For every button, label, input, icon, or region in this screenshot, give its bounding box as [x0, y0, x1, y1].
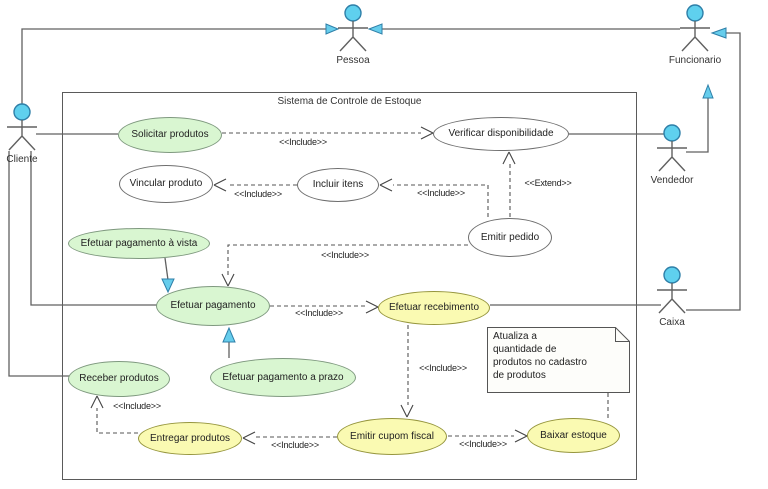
association-lines — [8, 28, 741, 377]
edge-entregar-receber — [96, 408, 138, 434]
usecase-label: Baixar estoque — [540, 429, 607, 441]
stick-figure-icon — [338, 4, 368, 52]
edge-emitir-pagamento — [227, 244, 468, 275]
arrowhead-to-funcionario-right — [710, 27, 727, 39]
arrowhead-cupom-top — [400, 404, 414, 418]
include-label: <<Include>> — [459, 439, 507, 449]
actor-funcionario: Funcionario — [668, 4, 722, 66]
arrowhead-to-pessoa-right — [367, 23, 383, 35]
usecase-label: Vincular produto — [129, 178, 203, 189]
stick-figure-icon — [657, 124, 687, 172]
usecase-efetuar-pagamento-a-prazo: Efetuar pagamento a prazo — [210, 358, 356, 397]
usecase-verificar-disponibilidade: Verificar disponibilidade — [433, 117, 569, 151]
arrowhead-vincular — [213, 178, 227, 192]
usecase-entregar-produtos: Entregar produtos — [138, 422, 242, 455]
edge-vendedor-funcionario — [686, 98, 709, 153]
usecase-label: Efetuar pagamento a prazo — [222, 371, 344, 383]
arrowhead-pagamento-top — [221, 273, 235, 287]
usecase-label: Solicitar produtos — [131, 129, 209, 140]
usecase-baixar-estoque: Baixar estoque — [527, 418, 620, 453]
note-shape — [487, 327, 630, 393]
usecase-efetuar-recebimento: Efetuar recebimento — [378, 291, 490, 325]
edge-cliente-pessoa — [21, 28, 326, 104]
arrowhead-verificar — [420, 126, 434, 140]
actor-label: Vendedor — [650, 175, 694, 186]
generalization-arrowheads — [161, 23, 727, 343]
usecase-label: Efetuar pagamento — [170, 300, 256, 311]
include-label: <<Include>> — [295, 308, 343, 318]
usecase-label: Incluir itens — [312, 179, 364, 190]
usecase-emitir-pedido: Emitir pedido — [468, 218, 552, 257]
arrowhead-to-pagamento-top — [161, 278, 175, 294]
usecase-efetuar-pagamento: Efetuar pagamento — [156, 286, 270, 326]
actor-pessoa: Pessoa — [330, 4, 376, 66]
note: Atualiza a quantidade de produtos no cad… — [487, 327, 630, 393]
include-label: <<Include>> — [419, 363, 467, 373]
usecase-incluir-itens: Incluir itens — [297, 168, 379, 202]
usecase-label: Verificar disponibilidade — [448, 128, 554, 139]
include-label: <<Include>> — [417, 188, 465, 198]
usecase-label: Efetuar pagamento à vista — [80, 237, 198, 249]
arrowhead-to-pessoa-left — [325, 23, 340, 35]
arrowhead-receber-bottom — [90, 395, 104, 409]
arrowhead-baixar — [514, 429, 528, 443]
actor-label: Funcionario — [668, 55, 722, 66]
arrowhead-to-funcionario-bottom — [702, 83, 714, 99]
stick-figure-icon — [680, 4, 710, 52]
extend-label: <<Extend>> — [524, 178, 572, 188]
arrowhead-verificar-extend — [502, 151, 516, 165]
include-label: <<Include>> — [271, 440, 319, 450]
actor-label: Pessoa — [336, 55, 370, 66]
usecase-label: Entregar produtos — [149, 432, 231, 444]
system-boundary: Sistema de Controle de Estoque — [62, 92, 637, 480]
arrowhead-entregar — [242, 431, 256, 445]
dependency-lines — [96, 132, 609, 438]
actor-label: Caixa — [659, 317, 685, 328]
arrowhead-recebimento — [365, 300, 379, 314]
arrowhead-incluir — [379, 178, 393, 192]
usecase-emitir-cupom-fiscal: Emitir cupom fiscal — [337, 418, 447, 455]
stick-figure-icon — [7, 103, 37, 151]
usecase-efetuar-pagamento-a-vista: Efetuar pagamento à vista — [68, 228, 210, 259]
edge-cliente-pagamento — [30, 151, 158, 306]
usecase-solicitar-produtos: Solicitar produtos — [118, 117, 222, 153]
include-label: <<Include>> — [113, 401, 161, 411]
include-label: <<Include>> — [321, 250, 369, 260]
usecase-label: Receber produtos — [79, 373, 159, 384]
edge-caixa-funcionario — [686, 32, 741, 311]
edge-cliente-receber — [8, 151, 70, 377]
usecase-receber-produtos: Receber produtos — [68, 361, 170, 397]
actor-cliente: Cliente — [0, 103, 45, 165]
include-label: <<Include>> — [279, 137, 327, 147]
arrowhead-to-pagamento-bottom — [222, 326, 236, 343]
note-text: Atualiza a quantidade de produtos no cad… — [493, 331, 587, 381]
actor-label: Cliente — [6, 154, 38, 165]
usecase-label: Emitir cupom fiscal — [350, 430, 434, 442]
stick-figure-icon — [657, 266, 687, 314]
system-title: Sistema de Controle de Estoque — [277, 96, 422, 107]
usecase-label: Efetuar recebimento — [388, 302, 480, 313]
edge-vista-pagamento — [164, 257, 169, 281]
usecase-vincular-produto: Vincular produto — [119, 165, 213, 203]
include-label: <<Include>> — [234, 189, 282, 199]
usecase-label: Emitir pedido — [480, 231, 540, 243]
edge-emitir-incluir — [393, 184, 489, 217]
actor-caixa: Caixa — [649, 266, 695, 328]
actor-vendedor: Vendedor — [649, 124, 695, 186]
dependency-arrowheads — [90, 126, 528, 445]
